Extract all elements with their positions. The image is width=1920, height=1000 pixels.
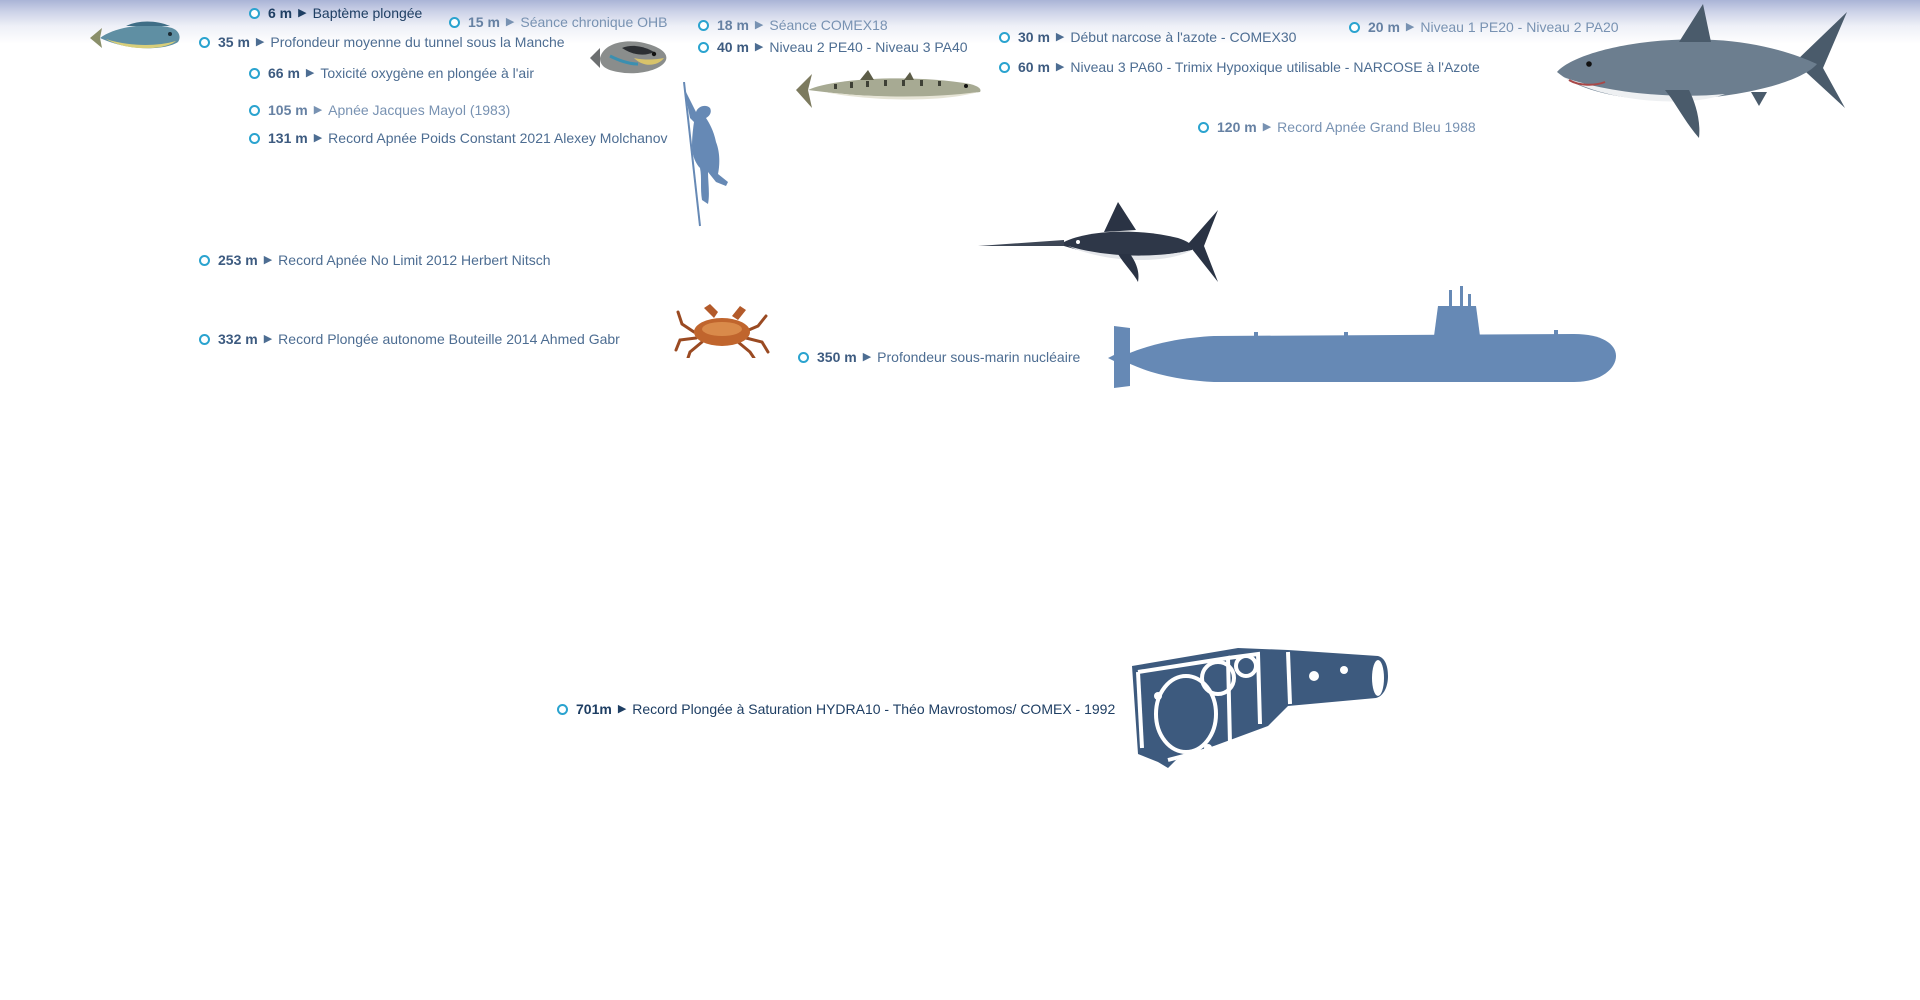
- depth-marker-20m[interactable]: 20 m ▶ Niveau 1 PE20 - Niveau 2 PA20: [1349, 18, 1619, 36]
- depth-label: Séance chronique OHB: [520, 14, 668, 30]
- depth-label: Record Apnée Grand Bleu 1988: [1277, 119, 1476, 135]
- marker-dot-icon: [557, 703, 568, 715]
- marker-dot-icon: [199, 333, 210, 345]
- arrow-right-icon: ▶: [754, 41, 764, 53]
- marker-dot-icon: [698, 41, 709, 53]
- depth-value: 131 m: [268, 130, 308, 146]
- marker-dot-icon: [199, 36, 210, 48]
- barracuda-icon: [796, 70, 981, 108]
- depth-marker-350m[interactable]: 350 m ▶ Profondeur sous-marin nucléaire: [798, 348, 1080, 366]
- arrow-right-icon: ▶: [1055, 31, 1065, 43]
- depth-marker-30m[interactable]: 30 m ▶ Début narcose à l'azote - COMEX30: [999, 28, 1296, 46]
- depth-marker-105m[interactable]: 105 m ▶ Apnée Jacques Mayol (1983): [249, 101, 510, 119]
- depth-marker-253m[interactable]: 253 m ▶ Record Apnée No Limit 2012 Herbe…: [199, 251, 551, 269]
- depth-marker-332m[interactable]: 332 m ▶ Record Plongée autonome Bouteill…: [199, 330, 620, 348]
- depth-value: 18 m: [717, 17, 749, 33]
- marker-dot-icon: [698, 19, 709, 31]
- triggerfish-icon: [590, 41, 667, 74]
- depth-marker-15m[interactable]: 15 m ▶ Séance chronique OHB: [449, 13, 667, 31]
- depth-label: Niveau 1 PE20 - Niveau 2 PA20: [1420, 19, 1619, 35]
- depth-value: 332 m: [218, 331, 258, 347]
- depth-marker-40m[interactable]: 40 m ▶ Niveau 2 PE40 - Niveau 3 PA40: [698, 38, 968, 56]
- depth-label: Apnée Jacques Mayol (1983): [328, 102, 511, 118]
- depth-marker-120m[interactable]: 120 m ▶ Record Apnée Grand Bleu 1988: [1198, 118, 1476, 136]
- marker-dot-icon: [249, 7, 260, 19]
- depth-value: 15 m: [468, 14, 500, 30]
- depth-marker-60m[interactable]: 60 m ▶ Niveau 3 PA60 - Trimix Hypoxique …: [999, 58, 1480, 76]
- depth-label: Profondeur sous-marin nucléaire: [877, 349, 1081, 365]
- depth-value: 40 m: [717, 39, 749, 55]
- depth-value: 701m: [576, 701, 612, 717]
- depth-label: Profondeur moyenne du tunnel sous la Man…: [270, 34, 565, 50]
- depth-value: 120 m: [1217, 119, 1257, 135]
- depth-marker-6m[interactable]: 6 m ▶ Baptème plongée: [249, 4, 422, 22]
- arrow-right-icon: ▶: [255, 36, 265, 48]
- swordfish-icon: [978, 202, 1218, 282]
- depth-label: Toxicité oxygène en plongée à l'air: [320, 65, 534, 81]
- depth-value: 253 m: [218, 252, 258, 268]
- depth-label: Baptème plongée: [312, 5, 423, 21]
- depth-marker-18m[interactable]: 18 m ▶ Séance COMEX18: [698, 16, 888, 34]
- arrow-right-icon: ▶: [505, 16, 515, 28]
- depth-marker-701m[interactable]: 701m ▶ Record Plongée à Saturation HYDRA…: [557, 700, 1115, 718]
- depth-marker-66m[interactable]: 66 m ▶ Toxicité oxygène en plongée à l'a…: [249, 64, 534, 82]
- depth-label: Record Apnée Poids Constant 2021 Alexey …: [328, 130, 668, 146]
- depth-value: 20 m: [1368, 19, 1400, 35]
- arrow-right-icon: ▶: [1405, 21, 1415, 33]
- depth-label: Niveau 3 PA60 - Trimix Hypoxique utilisa…: [1070, 59, 1480, 75]
- arrow-right-icon: ▶: [1055, 61, 1065, 73]
- marker-dot-icon: [199, 254, 210, 266]
- dorado-fish-icon: [90, 21, 180, 49]
- arrow-right-icon: ▶: [298, 7, 307, 19]
- marker-dot-icon: [798, 351, 809, 363]
- depth-label: Séance COMEX18: [769, 17, 888, 33]
- arrow-right-icon: ▶: [754, 19, 764, 31]
- hyperbaric-chamber-icon: [1132, 648, 1388, 768]
- marker-dot-icon: [999, 61, 1010, 73]
- arrow-right-icon: ▶: [263, 333, 273, 345]
- freediver-icon: [683, 82, 728, 227]
- depth-marker-35m[interactable]: 35 m ▶ Profondeur moyenne du tunnel sous…: [199, 33, 565, 51]
- depth-label: Record Apnée No Limit 2012 Herbert Nitsc…: [278, 252, 551, 268]
- depth-label: Niveau 2 PE40 - Niveau 3 PA40: [769, 39, 968, 55]
- nuclear-submarine-icon: [1108, 286, 1616, 388]
- great-white-shark-icon: [1557, 4, 1847, 138]
- arrow-right-icon: ▶: [263, 254, 273, 266]
- arrow-right-icon: ▶: [617, 703, 627, 715]
- arrow-right-icon: ▶: [1262, 121, 1272, 133]
- depth-value: 350 m: [817, 349, 857, 365]
- depth-marker-131m[interactable]: 131 m ▶ Record Apnée Poids Constant 2021…: [249, 129, 668, 147]
- marker-dot-icon: [1198, 121, 1209, 133]
- arrow-right-icon: ▶: [305, 67, 315, 79]
- arrow-right-icon: ▶: [313, 104, 323, 116]
- arrow-right-icon: ▶: [862, 351, 872, 363]
- depth-value: 105 m: [268, 102, 308, 118]
- depth-value: 30 m: [1018, 29, 1050, 45]
- depth-value: 60 m: [1018, 59, 1050, 75]
- depth-value: 66 m: [268, 65, 300, 81]
- depth-value: 35 m: [218, 34, 250, 50]
- marker-dot-icon: [249, 132, 260, 144]
- depth-label: Record Plongée autonome Bouteille 2014 A…: [278, 331, 620, 347]
- marker-dot-icon: [249, 67, 260, 79]
- depth-label: Record Plongée à Saturation HYDRA10 - Th…: [632, 701, 1116, 717]
- marker-dot-icon: [1349, 21, 1360, 33]
- marker-dot-icon: [999, 31, 1010, 43]
- crab-icon: [674, 304, 770, 358]
- marker-dot-icon: [449, 16, 460, 28]
- depth-value: 6 m: [268, 5, 293, 21]
- marker-dot-icon: [249, 104, 260, 116]
- depth-label: Début narcose à l'azote - COMEX30: [1070, 29, 1297, 45]
- arrow-right-icon: ▶: [313, 132, 323, 144]
